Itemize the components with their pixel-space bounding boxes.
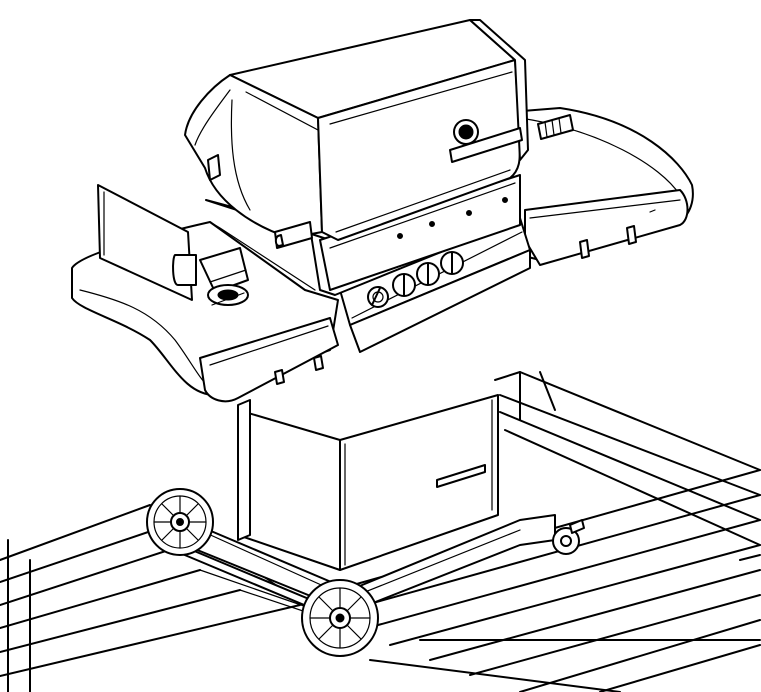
door-handle	[436, 464, 486, 488]
control-knob-1	[367, 286, 389, 308]
rear-wheel	[146, 488, 214, 556]
side-burner-lid	[97, 184, 197, 301]
right-side-shelf	[504, 107, 694, 266]
side-burner	[199, 247, 249, 306]
control-knob-2	[392, 273, 416, 297]
cart-frame	[179, 394, 556, 621]
left-legs	[237, 399, 251, 541]
caster-wheel	[552, 519, 585, 555]
rotisserie-spit	[274, 114, 574, 249]
front-wheel	[301, 579, 379, 657]
control-panel	[339, 217, 531, 353]
grill-hood	[184, 19, 529, 241]
control-knob-3	[416, 262, 440, 286]
hood-handle	[449, 127, 523, 163]
control-knob-4	[440, 251, 464, 275]
